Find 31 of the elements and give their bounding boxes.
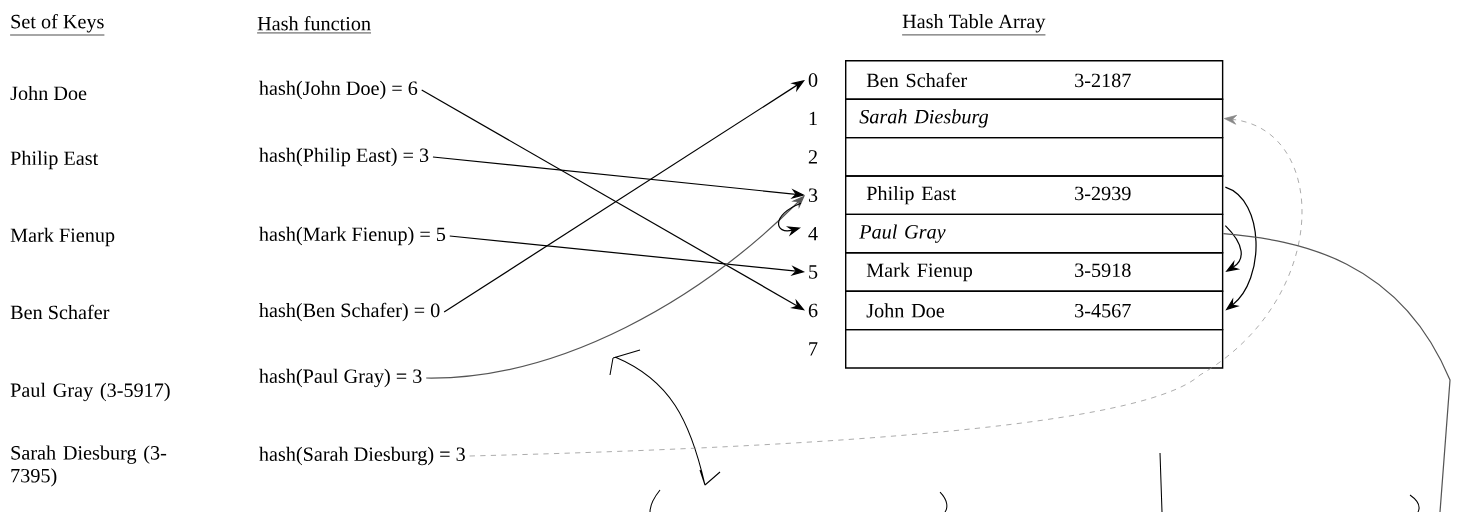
table-row [845,136,1224,177]
key-name: Paul Gray (3-5917) [10,382,170,402]
table-row: Sarah Diesburg [845,98,1224,139]
key-name: Mark Fienup [10,227,115,247]
hash-expression: hash(Philip East) = 3 [259,147,429,167]
table-row: Mark Fienup 3-5918 [845,252,1224,292]
index-number: 1 [809,111,817,126]
index-number: 0 [808,73,818,87]
hash-expression: hash(Sarah Diesburg) = 3 [259,446,465,466]
column-heading: Hash Table Array [901,14,1046,36]
key-name: Philip East [10,150,99,170]
index-number: 2 [808,150,817,164]
table-row: John Doe 3-4567 [845,290,1224,331]
index-number: 5 [809,265,818,279]
index-number: 6 [808,303,818,318]
index-number: 4 [808,227,818,241]
hash-expression: hash(Ben Schafer) = 0 [259,302,440,322]
table-row [845,328,1224,369]
hash-expression: hash(Paul Gray) = 3 [259,368,422,388]
index-number: 3 [808,188,818,202]
column-heading: Hash function [256,16,372,34]
table-row: Paul Gray [845,213,1224,254]
index-number: 7 [809,342,818,356]
table-row: Ben Schafer 3-2187 [845,60,1224,100]
key-name: John Doe [10,85,87,101]
column-heading: Set of Keys [9,13,105,36]
table-row: Philip East 3-2939 [845,175,1224,216]
hash-expression: hash(John Doe) = 6 [259,80,418,100]
key-name: Sarah Diesburg (3-7395) [11,445,167,487]
hash-expression: hash(Mark Fienup) = 5 [259,226,446,246]
key-name: Ben Schafer [10,304,110,320]
